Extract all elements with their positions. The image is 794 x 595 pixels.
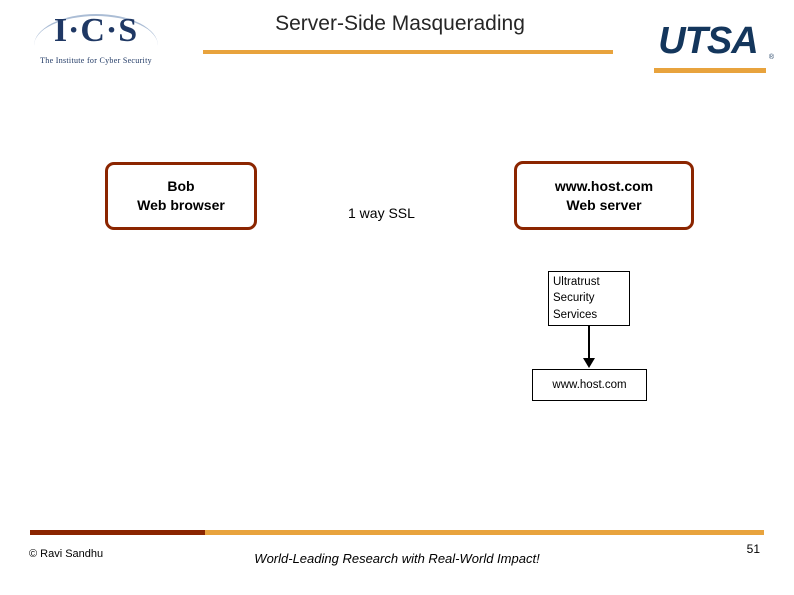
diagram-client-box: Bob Web browser bbox=[105, 162, 257, 230]
diagram-cert-box: www.host.com bbox=[532, 369, 647, 401]
ca-box-line3: Services bbox=[553, 308, 598, 321]
footer-copyright: © Ravi Sandhu bbox=[29, 548, 104, 560]
server-box-line1: www.host.com bbox=[554, 177, 654, 194]
server-box-line2: Web server bbox=[566, 196, 642, 213]
registered-trademark-icon: ® bbox=[768, 54, 774, 61]
ics-logo: I·C·S The Institute for Cyber Security bbox=[26, 12, 166, 74]
ca-box-line1: Ultratrust bbox=[553, 275, 600, 288]
ics-logo-mark: I·C·S bbox=[53, 12, 139, 49]
utsa-logo-mark: UTSA bbox=[658, 20, 758, 62]
page-number: 51 bbox=[746, 542, 760, 556]
utsa-logo-bar bbox=[654, 68, 766, 73]
ics-logo-subtitle: The Institute for Cyber Security bbox=[40, 56, 152, 65]
page-title: Server-Side Masquerading bbox=[275, 12, 525, 35]
utsa-logo: UTSA ® bbox=[650, 14, 774, 76]
ca-to-cert-arrow-head-icon bbox=[583, 358, 595, 368]
footer-tagline: World-Leading Research with Real-World I… bbox=[254, 551, 540, 566]
ca-to-cert-arrow-line bbox=[588, 326, 590, 361]
diagram-ca-box: Ultratrust Security Services bbox=[548, 271, 630, 326]
cert-box-line1: www.host.com bbox=[552, 378, 627, 391]
footer-divider-right bbox=[205, 530, 764, 535]
title-divider bbox=[203, 50, 613, 54]
client-box-line1: Bob bbox=[167, 178, 195, 195]
client-box-line2: Web browser bbox=[137, 197, 225, 213]
footer-divider-left bbox=[30, 530, 205, 535]
diagram-server-box: www.host.com Web server bbox=[514, 161, 694, 230]
ics-swoosh-decoration bbox=[34, 14, 158, 52]
diagram-connection-label: 1 way SSL bbox=[348, 205, 415, 221]
ca-box-line2: Security bbox=[553, 292, 595, 305]
